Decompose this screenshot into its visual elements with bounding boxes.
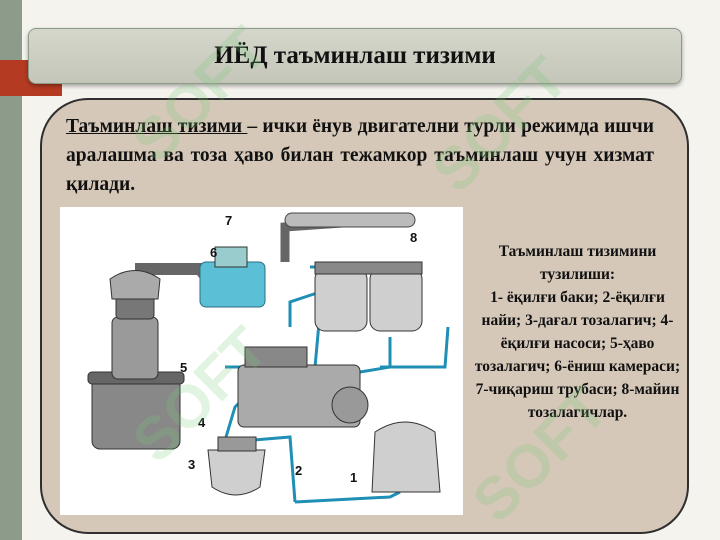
label-5: 5 — [180, 360, 187, 375]
label-4: 4 — [198, 415, 206, 430]
fuel-system-diagram: 1 2 3 4 5 6 7 8 — [60, 207, 463, 515]
fine-filter-left — [314, 268, 368, 332]
label-3: 3 — [188, 457, 195, 472]
caption-heading: Таъминлаш тизимини тузилиши: — [498, 243, 657, 283]
fuel-tank — [371, 421, 441, 493]
fine-filter-right — [369, 268, 423, 332]
intro-text: – ички ёнув двигателни турли режимда ишч… — [66, 116, 654, 195]
left-decor-stripe — [0, 0, 22, 540]
structure-caption: Таъминлаш тизимини тузилиши: 1- ёқилғи б… — [470, 240, 685, 424]
label-6: 6 — [210, 245, 217, 260]
coarse-filter — [207, 449, 266, 496]
combustion-chamber — [199, 261, 266, 308]
air-filter-stack — [111, 316, 159, 380]
label-2: 2 — [295, 463, 302, 478]
label-1: 1 — [350, 470, 357, 485]
label-8: 8 — [410, 230, 417, 245]
diagram-svg: 1 2 3 4 5 6 7 8 — [87, 212, 450, 504]
slide-title: ИЁД таъминлаш тизими — [214, 42, 496, 69]
caption-body: 1- ёқилғи баки; 2-ёқилғи найи; 3-дағал т… — [474, 289, 681, 421]
label-7: 7 — [225, 213, 232, 228]
intro-term: Таъминлаш тизими — [66, 116, 248, 137]
exhaust-pipe — [284, 212, 416, 228]
intro-paragraph: Таъминлаш тизими – ички ёнув двигателни … — [66, 112, 654, 199]
slide-title-box: ИЁД таъминлаш тизими — [28, 28, 682, 84]
